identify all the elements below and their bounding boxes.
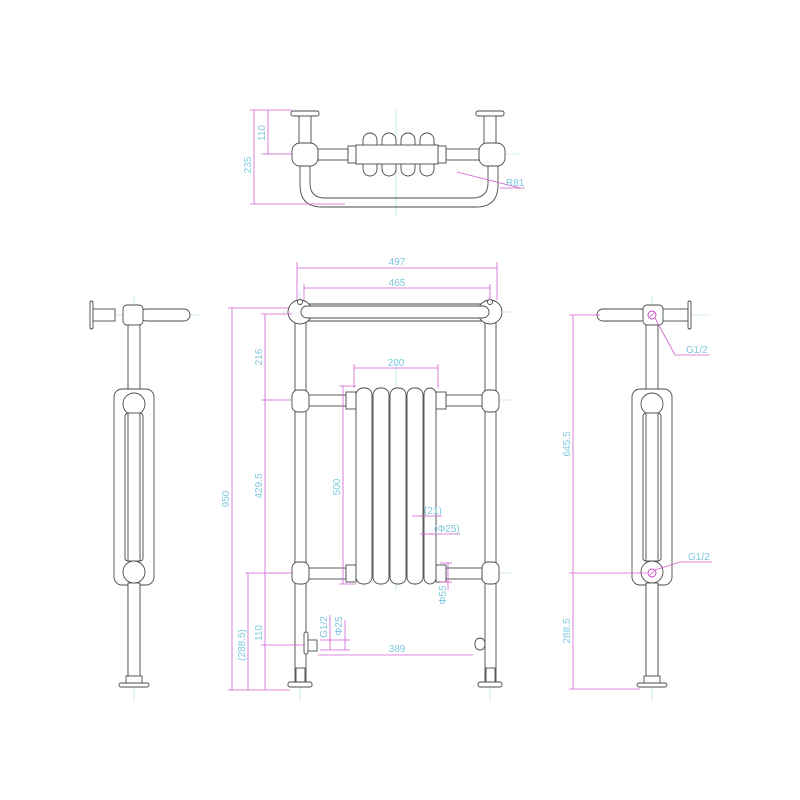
dim-inlet-diameter: Φ25 — [334, 616, 345, 636]
dim-radiator-width: 200 — [388, 358, 405, 369]
dim-radiator-height: 500 — [332, 478, 343, 495]
dim-bottom-offset: (288.5) — [237, 629, 248, 661]
dim-valve-height: 110 — [254, 625, 265, 641]
dim-outer-width: 497 — [389, 257, 406, 268]
dim-bottom-thread: G1/2 — [688, 552, 710, 563]
dim-lower-height: 288.5 — [562, 618, 573, 643]
dim-inlet-thread: G1/2 — [319, 616, 330, 638]
dim-top-to-rail: 216 — [254, 348, 265, 365]
dim-header-diameter: Φ55 — [438, 585, 449, 605]
dim-center-width: 465 — [389, 278, 406, 289]
dim-column-pitch: (21) — [424, 506, 442, 517]
dim-total-height: 950 — [221, 490, 232, 507]
dim-upper-height: 645.5 — [562, 431, 573, 456]
top-view: 235 110 R81 — [243, 109, 525, 215]
dim-top-wall-offset: 110 — [257, 125, 268, 141]
dim-rail-spacing: 429.5 — [254, 473, 265, 498]
front-view: 497 465 200 950 216 429.5 500 (288.5) 11… — [221, 257, 512, 700]
side-view-right: 645.5 288.5 G1/2 G1/2 — [562, 295, 712, 700]
dim-column-diameter: (Φ25) — [434, 524, 460, 535]
dim-valve-centers: 389 — [389, 644, 406, 655]
dim-top-thread: G1/2 — [686, 345, 708, 356]
side-view-left — [87, 295, 200, 700]
dim-bend-radius: R81 — [506, 178, 525, 189]
dim-top-total-depth: 235 — [243, 156, 254, 173]
